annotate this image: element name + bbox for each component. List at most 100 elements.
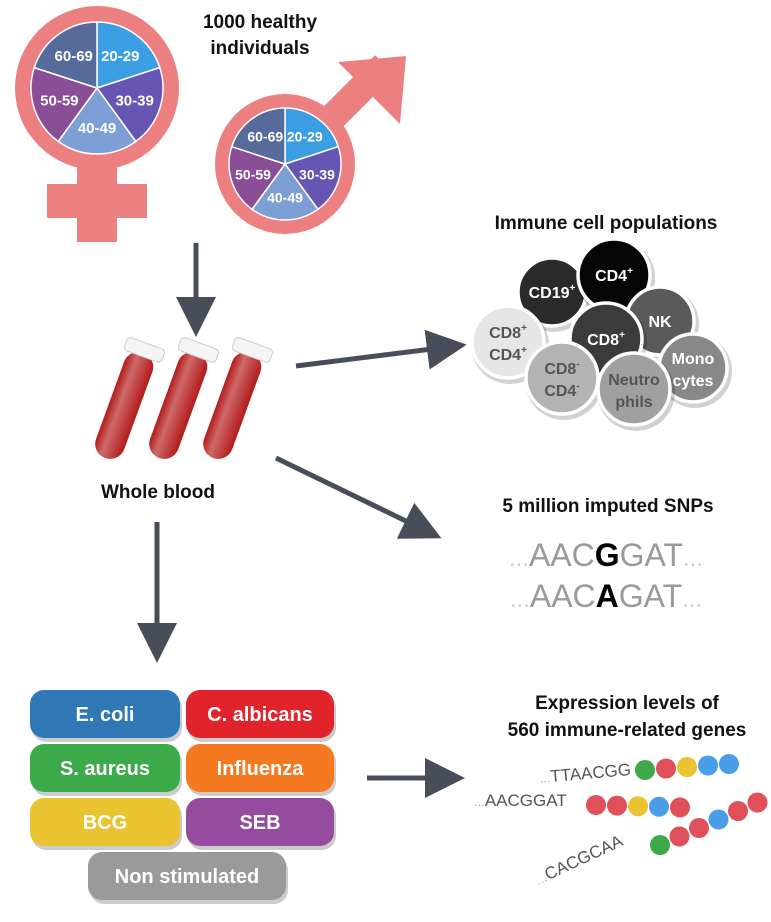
strand-seq-1: ...TTAACGG [539,760,632,787]
female-age-label-30-39: 30-39 [115,92,153,109]
cell-label-neutro-2: phils [615,394,652,411]
male-age-label-50-59: 50-59 [235,166,271,182]
stimulus-box-s-aureus [30,744,180,792]
strand-2-bead-4 [649,796,669,817]
stimulus-influenza: Influenza [186,744,336,796]
strand-1-bead-4 [698,755,718,776]
male-age-label-40-49: 40-49 [267,190,303,206]
cells-title: Immune cell populations [495,213,718,234]
stimulus-box-c-albicans [186,690,334,738]
cell-label-mono-1: Mono [672,351,715,368]
expression-title-line1: Expression levels of [535,693,719,714]
cell-cd8neg [524,340,600,416]
stimulus-label-e-coli: E. coli [76,704,135,726]
strand-3-bead-3 [689,818,709,838]
snp-seq1-post: GAT [620,537,683,573]
stimulus-e-coli: E. coli [30,690,182,742]
stimulus-box-seb [186,798,334,846]
stimulus-box-bcg [30,798,180,846]
strand-1-bead-5 [719,754,739,774]
snp-seq1-pre: AAC [529,537,595,573]
male-age-slice-60-69 [230,107,286,166]
cell-label-cd8cd4-2: CD4+ [489,345,527,364]
snp-sequence-1: ...AACGGAT... [509,537,703,573]
stimulus-box-non-stimulated [88,852,286,900]
female-age-label-50-59: 50-59 [40,92,78,109]
cell-label-mono-2: cytes [673,373,714,390]
cohort-title-line1: 1000 healthy [203,12,317,33]
stimulus-box-influenza [186,744,334,792]
female-age-slice-40-49 [57,86,137,155]
cell-label-cd8neg-2: CD4- [544,381,579,400]
stimulus-s-aureus: S. aureus [30,744,182,796]
cell-label-neutro-1: Neutro [608,372,660,389]
arrow-blood-to-snps [274,455,442,539]
strand-1: ...TTAACGG [539,754,739,787]
cell-cd8cd4 [470,304,546,380]
female-age-label-20-29: 20-29 [101,48,139,65]
snp-seq2-allele: A [596,578,619,614]
stimulus-label-non-stimulated: Non stimulated [115,866,259,888]
cell-label-nk-1: NK [648,314,672,331]
male-age-label-30-39: 30-39 [299,166,335,182]
strand-seq-2: ...AACGGAT [474,791,567,810]
female-age-slice-30-39 [95,66,164,143]
snp-seq2-dots-right: ... [682,586,702,613]
female-age-slice-60-69 [33,21,98,90]
cell-neutro [596,351,672,427]
cell-label-cd8-1: CD8+ [587,330,625,349]
cell-label-cd19-1: CD19+ [529,283,576,302]
snp-seq2-pre: AAC [530,578,596,614]
snp-sequences: ...AACGGAT... ...AACAGAT... [509,537,703,614]
stimulus-box-e-coli [30,690,180,738]
blood-tube-3 [203,337,273,459]
cell-label-cd4-1: CD4+ [595,266,633,285]
strand-1-bead-3 [677,757,697,777]
blood-label: Whole blood [101,482,215,503]
blood-tube-2 [149,337,219,459]
strand-seq-3: ...CACGCAA [532,831,627,889]
cell-label-cd8neg-1: CD8- [544,359,579,378]
blood-tube-1 [95,337,165,459]
snp-seq1-allele: G [595,537,620,573]
stimulus-label-seb: SEB [239,812,280,834]
stimulus-label-s-aureus: S. aureus [60,758,150,780]
male-age-slice-30-39 [283,145,342,211]
cohort-title-line2: individuals [210,38,309,59]
cell-label-cd8cd4-1: CD8+ [489,323,527,342]
blood-tubes [95,337,273,459]
arrow-blood-to-cells [295,329,467,370]
snp-seq1-dots-right: ... [683,545,703,572]
strand-2: ...AACGGAT [474,791,690,818]
stimulus-c-albicans: C. albicans [186,690,336,742]
strand-3-bead-4 [708,809,729,830]
stimulus-non-stimulated: Non stimulated [88,852,288,904]
female-age-slice-20-29 [96,21,161,90]
immune-cell-cluster: CD19+ CD4+ NK CD8+ CD8+ CD4+ Mono cytes CD8- CD4-… [470,237,732,431]
female-age-label-40-49: 40-49 [78,120,116,137]
stimulus-label-bcg: BCG [83,812,127,834]
snps-title: 5 million imputed SNPs [502,496,713,517]
stimulus-label-c-albicans: C. albicans [207,704,313,726]
strand-3-bead-1 [650,835,670,855]
strand-3-bead-6 [747,792,768,813]
female-age-slice-50-59 [30,66,99,143]
male-age-slice-20-29 [284,107,340,166]
male-age-slice-50-59 [228,145,287,211]
snp-sequence-2: ...AACAGAT... [510,578,702,614]
stimulus-seb: SEB [186,798,336,850]
strand-2-bead-5 [670,797,690,818]
strand-2-bead-2 [607,795,627,816]
male-age-label-20-29: 20-29 [287,129,323,145]
strand-2-bead-1 [586,795,606,815]
snp-seq1-dots-left: ... [509,545,529,572]
stimulus-bcg: BCG [30,798,182,850]
strand-3-bead-5 [728,801,748,821]
expression-strands: ...TTAACGG ...AACGGAT ...CACGCAA [474,754,768,889]
